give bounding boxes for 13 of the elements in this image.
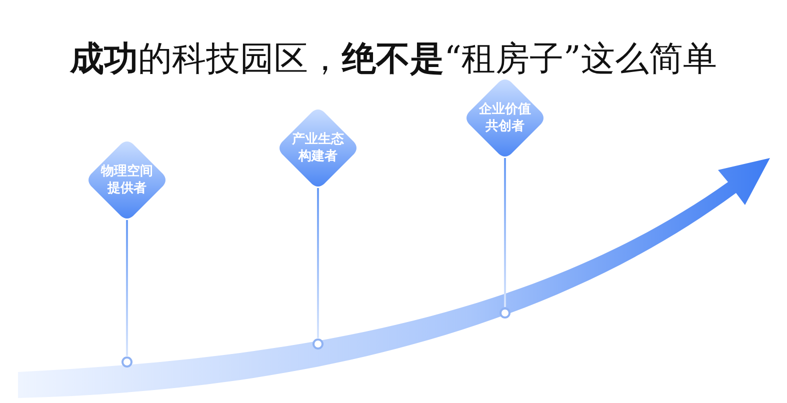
leader-line — [504, 158, 506, 307]
leader-line — [126, 220, 128, 356]
title: 成功的科技园区，绝不是“租房子”这么简单 — [68, 38, 718, 81]
role-text: 产业生态构建者 — [291, 131, 345, 165]
role-text: 物理空间提供者 — [100, 163, 154, 197]
diamond-label — [465, 78, 545, 158]
curve-dot — [312, 338, 324, 350]
diamond-label — [87, 140, 167, 220]
curve-dot — [121, 356, 133, 368]
curve-dot — [499, 307, 511, 319]
role-text: 企业价值共创者 — [478, 101, 532, 135]
leader-line — [317, 188, 319, 338]
diamond-label — [278, 108, 358, 188]
